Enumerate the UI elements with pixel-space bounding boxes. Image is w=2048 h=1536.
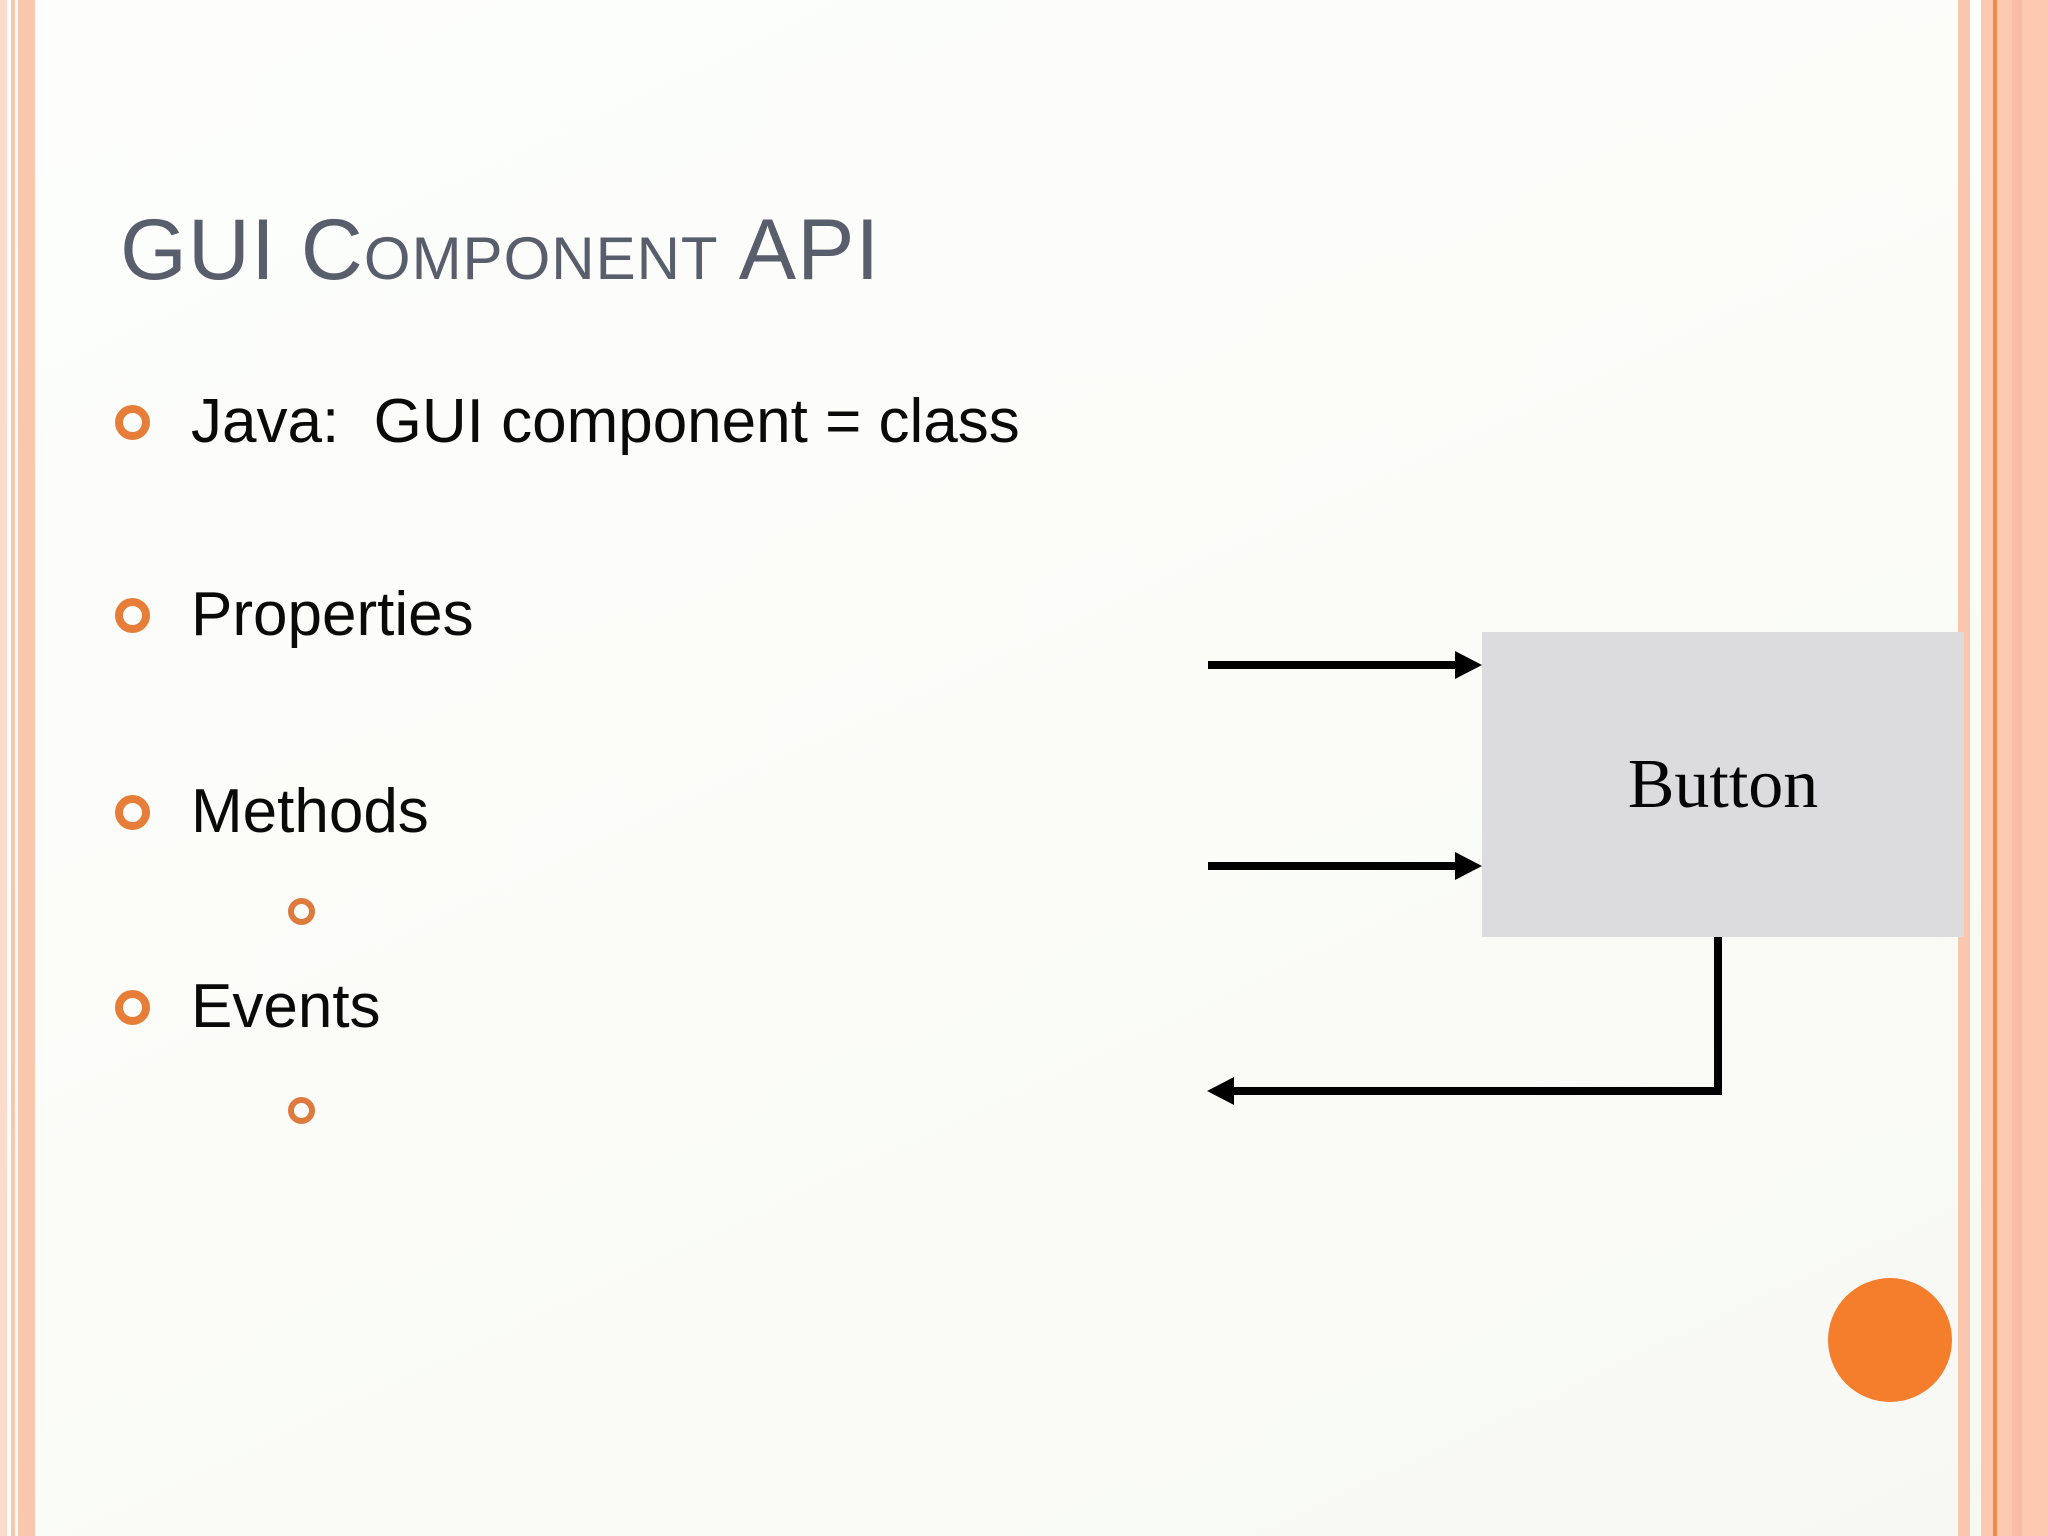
arrow-left-icon xyxy=(1207,1077,1234,1105)
right-border-shade-band xyxy=(2012,0,2022,1536)
bullet-label: Methods xyxy=(191,777,429,846)
bullet-item-java: Java: GUI component = class xyxy=(115,384,1020,460)
bullet-label: Events xyxy=(191,972,381,1041)
left-border-stripe-wide xyxy=(18,0,35,1536)
bullet-circle-icon xyxy=(115,404,150,440)
button-diagram-box: Button xyxy=(1482,632,1964,937)
bullet-item-properties: Properties xyxy=(115,577,474,653)
arrow-right-icon xyxy=(1455,852,1482,880)
bullet-circle-icon xyxy=(115,794,150,830)
arrow-middle-shaft xyxy=(1208,862,1456,870)
bullet-item-events: Events xyxy=(115,969,381,1045)
bullet-circle-icon xyxy=(115,989,150,1025)
sub-bullet-circle-icon xyxy=(288,1096,315,1124)
accent-circle-icon xyxy=(1828,1278,1952,1402)
left-border-stripe-outer xyxy=(0,0,7,1536)
bullet-circle-icon xyxy=(115,597,150,633)
return-arrow-horizontal-shaft xyxy=(1232,1087,1722,1095)
left-border-stripe-thin xyxy=(11,0,15,1536)
bullet-label: Java: GUI component = class xyxy=(191,387,1020,456)
arrow-right-icon xyxy=(1455,651,1482,679)
arrow-top-shaft xyxy=(1208,661,1456,669)
sub-bullet-item-empty xyxy=(288,1090,315,1130)
right-border-orange-line xyxy=(1993,0,1997,1536)
bullet-item-methods: Methods xyxy=(115,774,429,850)
sub-bullet-circle-icon xyxy=(288,897,315,925)
right-border-stripe-inner xyxy=(1958,0,1970,1536)
return-arrow-vertical-shaft xyxy=(1714,937,1722,1095)
sub-bullet-item-empty xyxy=(288,891,315,931)
button-box-label: Button xyxy=(1627,745,1819,823)
bullet-label: Properties xyxy=(191,580,474,649)
slide-title: GUI Component API xyxy=(120,202,881,298)
